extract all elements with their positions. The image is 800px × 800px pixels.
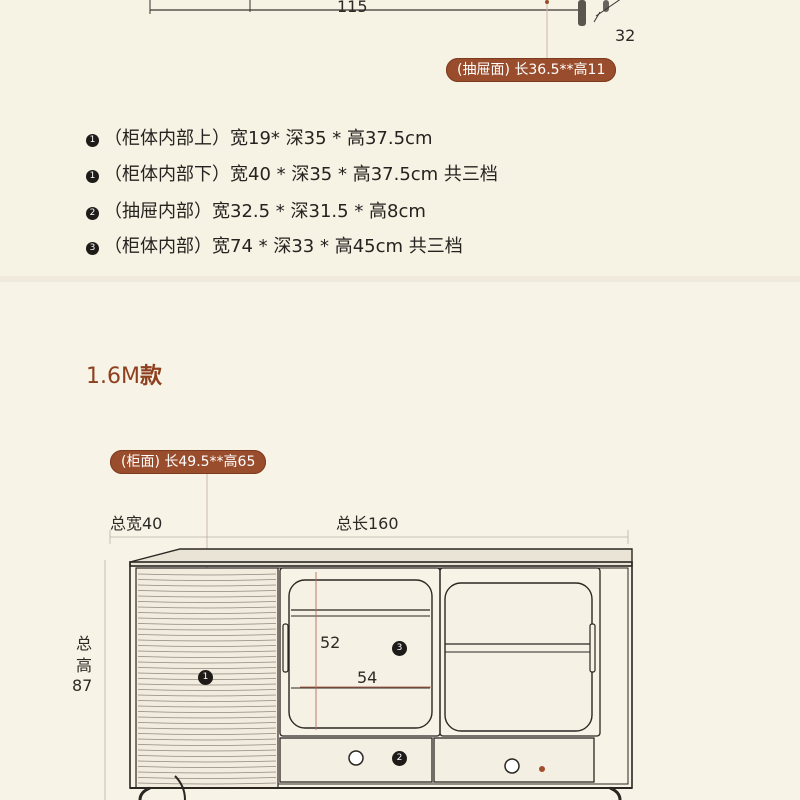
spec-number-1: 1 bbox=[86, 134, 99, 147]
glass-door-right bbox=[439, 567, 601, 737]
model-title-suffix: 款 bbox=[139, 364, 162, 389]
slat-line bbox=[137, 606, 277, 609]
slat-line bbox=[137, 573, 277, 576]
slat-line bbox=[137, 733, 277, 735]
cabinet-face-badge: (柜面) 长49.5**高65 bbox=[110, 450, 267, 474]
spec-value: 宽32.5 * 深31.5 * 高8cm bbox=[212, 201, 426, 222]
handle-left-icon bbox=[282, 623, 289, 673]
panel-seam bbox=[0, 276, 800, 282]
slat-line bbox=[137, 738, 277, 741]
slat-line bbox=[137, 623, 277, 625]
top-sketch bbox=[149, 0, 621, 58]
glass-door-right-pane bbox=[444, 582, 593, 732]
depth-dim-line bbox=[595, 0, 621, 17]
slat-line bbox=[137, 683, 277, 686]
slat-line bbox=[137, 744, 277, 746]
slat-line bbox=[137, 645, 277, 647]
model-title-number: 1.6M bbox=[86, 364, 140, 389]
marker-2: 2 bbox=[392, 751, 407, 766]
slat-line bbox=[137, 727, 277, 730]
slat-line bbox=[137, 617, 277, 620]
spec-label: （柜体内部） bbox=[104, 236, 212, 257]
total-height-char-2: 高 bbox=[76, 656, 93, 675]
slat-line bbox=[137, 601, 277, 603]
slat-line bbox=[137, 639, 277, 642]
inner-height-label: 52 bbox=[320, 633, 341, 652]
slat-line bbox=[137, 634, 277, 636]
slat-line bbox=[137, 766, 277, 768]
slat-line bbox=[137, 628, 277, 631]
spec-label: （柜体内部上） bbox=[104, 128, 230, 149]
glass-door-middle-pane bbox=[288, 579, 433, 729]
total-length-label: 总长160 bbox=[336, 514, 399, 533]
cabinet-leg-front bbox=[578, 0, 586, 26]
drawer-leader-dot bbox=[539, 766, 545, 772]
slat-line bbox=[137, 661, 277, 664]
total-width-label: 总宽40 bbox=[110, 514, 163, 533]
slat-line bbox=[137, 771, 277, 774]
spec-row-2: 1 （柜体内部下）宽40 * 深35 * 高37.5cm 共三档 bbox=[86, 160, 498, 186]
spec-number-3: 3 bbox=[86, 242, 99, 255]
slat-line bbox=[137, 650, 277, 653]
door-slats bbox=[137, 573, 277, 785]
slat-line bbox=[137, 612, 277, 614]
model-title: 1.6M款 bbox=[86, 358, 162, 390]
slat-line bbox=[137, 711, 277, 713]
marker-1: 1 bbox=[198, 670, 213, 685]
spec-label: （抽屉内部） bbox=[104, 201, 212, 222]
dim-width-label: 115 bbox=[337, 0, 368, 16]
cabinet-leg-back bbox=[603, 0, 609, 12]
slat-line bbox=[137, 595, 277, 598]
slat-line bbox=[137, 584, 277, 587]
spec-value: 宽74 * 深33 * 高45cm 共三档 bbox=[212, 236, 463, 257]
spec-row-3: 2 （抽屉内部）宽32.5 * 深31.5 * 高8cm bbox=[86, 197, 426, 223]
spec-value: 宽19* 深35 * 高37.5cm bbox=[230, 128, 433, 149]
leg-right-icon bbox=[609, 786, 622, 800]
drawer-knob-left-icon bbox=[348, 750, 364, 766]
spec-row-1: 1 （柜体内部上）宽19* 深35 * 高37.5cm bbox=[86, 124, 432, 150]
slat-line bbox=[137, 782, 277, 785]
slat-line bbox=[137, 777, 277, 779]
slat-line bbox=[137, 656, 277, 658]
top-panel: 115 32 (抽屉面) 长36.5**高11 1（柜体内部上）宽19* 深35… bbox=[0, 0, 800, 276]
inner-width-label: 54 bbox=[357, 668, 378, 687]
spec-value: 宽40 * 深35 * 高37.5cm 共三档 bbox=[230, 164, 498, 185]
cabinet-top bbox=[129, 548, 633, 567]
slat-line bbox=[137, 694, 277, 697]
slat-line bbox=[137, 749, 277, 752]
slat-line bbox=[137, 667, 277, 669]
leg-left-icon bbox=[138, 786, 151, 800]
spec-label: （柜体内部下） bbox=[104, 164, 230, 185]
slat-line bbox=[137, 590, 277, 592]
total-height-value: 87 bbox=[72, 676, 93, 695]
slat-line bbox=[137, 760, 277, 763]
spec-number-1b: 1 bbox=[86, 170, 99, 183]
handle-right-icon bbox=[589, 623, 596, 673]
slat-line bbox=[137, 689, 277, 691]
spec-row-4: 3 （柜体内部）宽74 * 深33 * 高45cm 共三档 bbox=[86, 232, 463, 258]
dim-depth-label: 32 bbox=[615, 26, 636, 45]
slat-line bbox=[137, 705, 277, 708]
slat-line bbox=[137, 755, 277, 757]
slat-line bbox=[137, 722, 277, 724]
total-height-char-1: 总 bbox=[76, 634, 93, 653]
marker-3: 3 bbox=[392, 641, 407, 656]
slat-line bbox=[137, 700, 277, 702]
drawer-face-badge: (抽屉面) 长36.5**高11 bbox=[446, 58, 617, 82]
slat-line bbox=[137, 716, 277, 719]
drawer-knob-right-icon bbox=[504, 758, 520, 774]
spec-number-2: 2 bbox=[86, 207, 99, 220]
slat-line bbox=[137, 579, 277, 581]
